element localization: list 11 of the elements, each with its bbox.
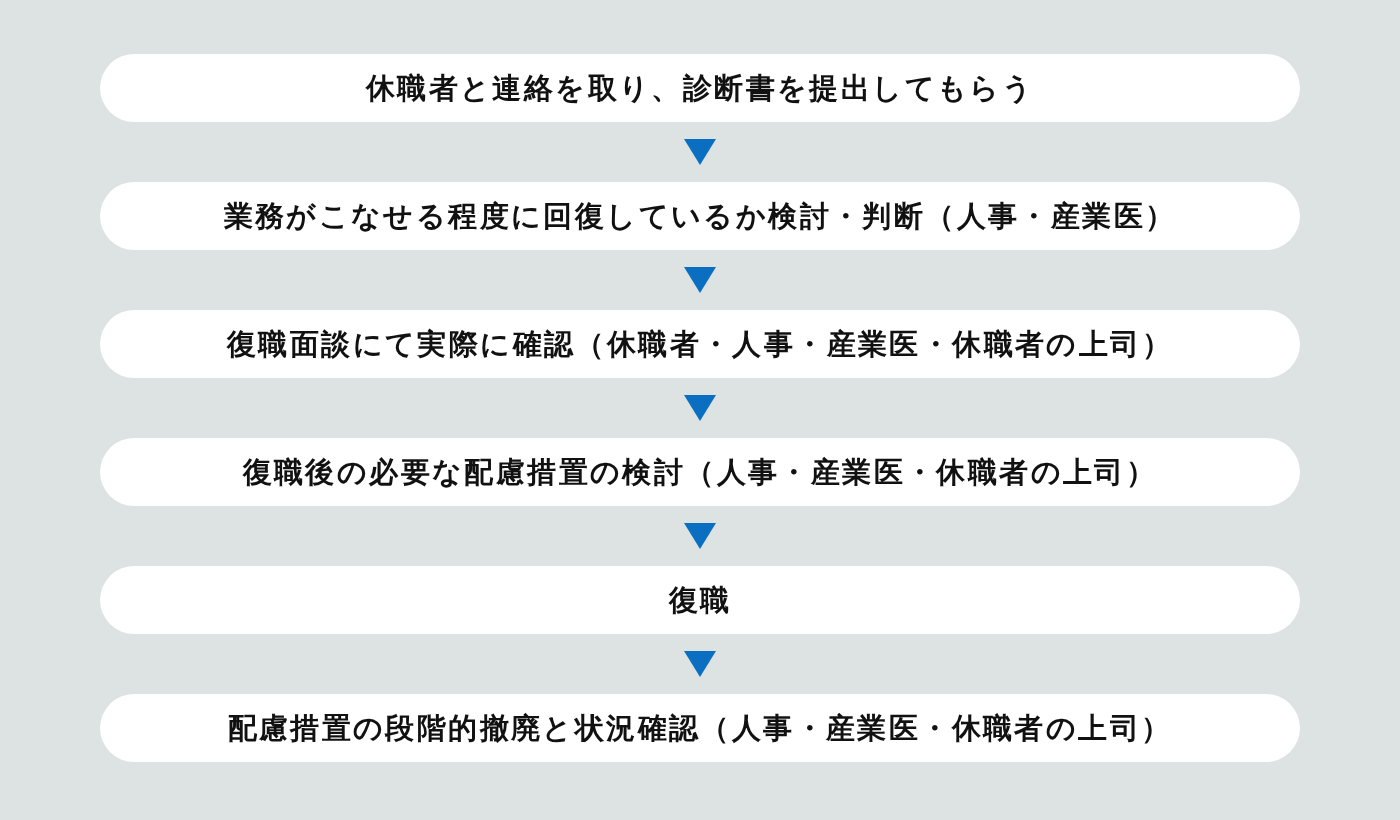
arrow bbox=[684, 651, 716, 677]
arrow bbox=[684, 523, 716, 549]
step-text: 業務がこなせる程度に回復しているか検討・判断（人事・産業医） bbox=[223, 198, 1177, 234]
arrow bbox=[684, 139, 716, 165]
step-text: 復職 bbox=[668, 582, 732, 618]
step-text: 休職者と連絡を取り、診断書を提出してもらう bbox=[365, 70, 1035, 106]
arrow bbox=[684, 395, 716, 421]
step-text: 配慮措置の段階的撤廃と状況確認（人事・産業医・休職者の上司） bbox=[227, 710, 1173, 746]
step-text: 復職面談にて実際に確認（休職者・人事・産業医・休職者の上司） bbox=[227, 326, 1173, 362]
arrow bbox=[684, 267, 716, 293]
step-text: 復職後の必要な配慮措置の検討（人事・産業医・休職者の上司） bbox=[242, 454, 1158, 490]
